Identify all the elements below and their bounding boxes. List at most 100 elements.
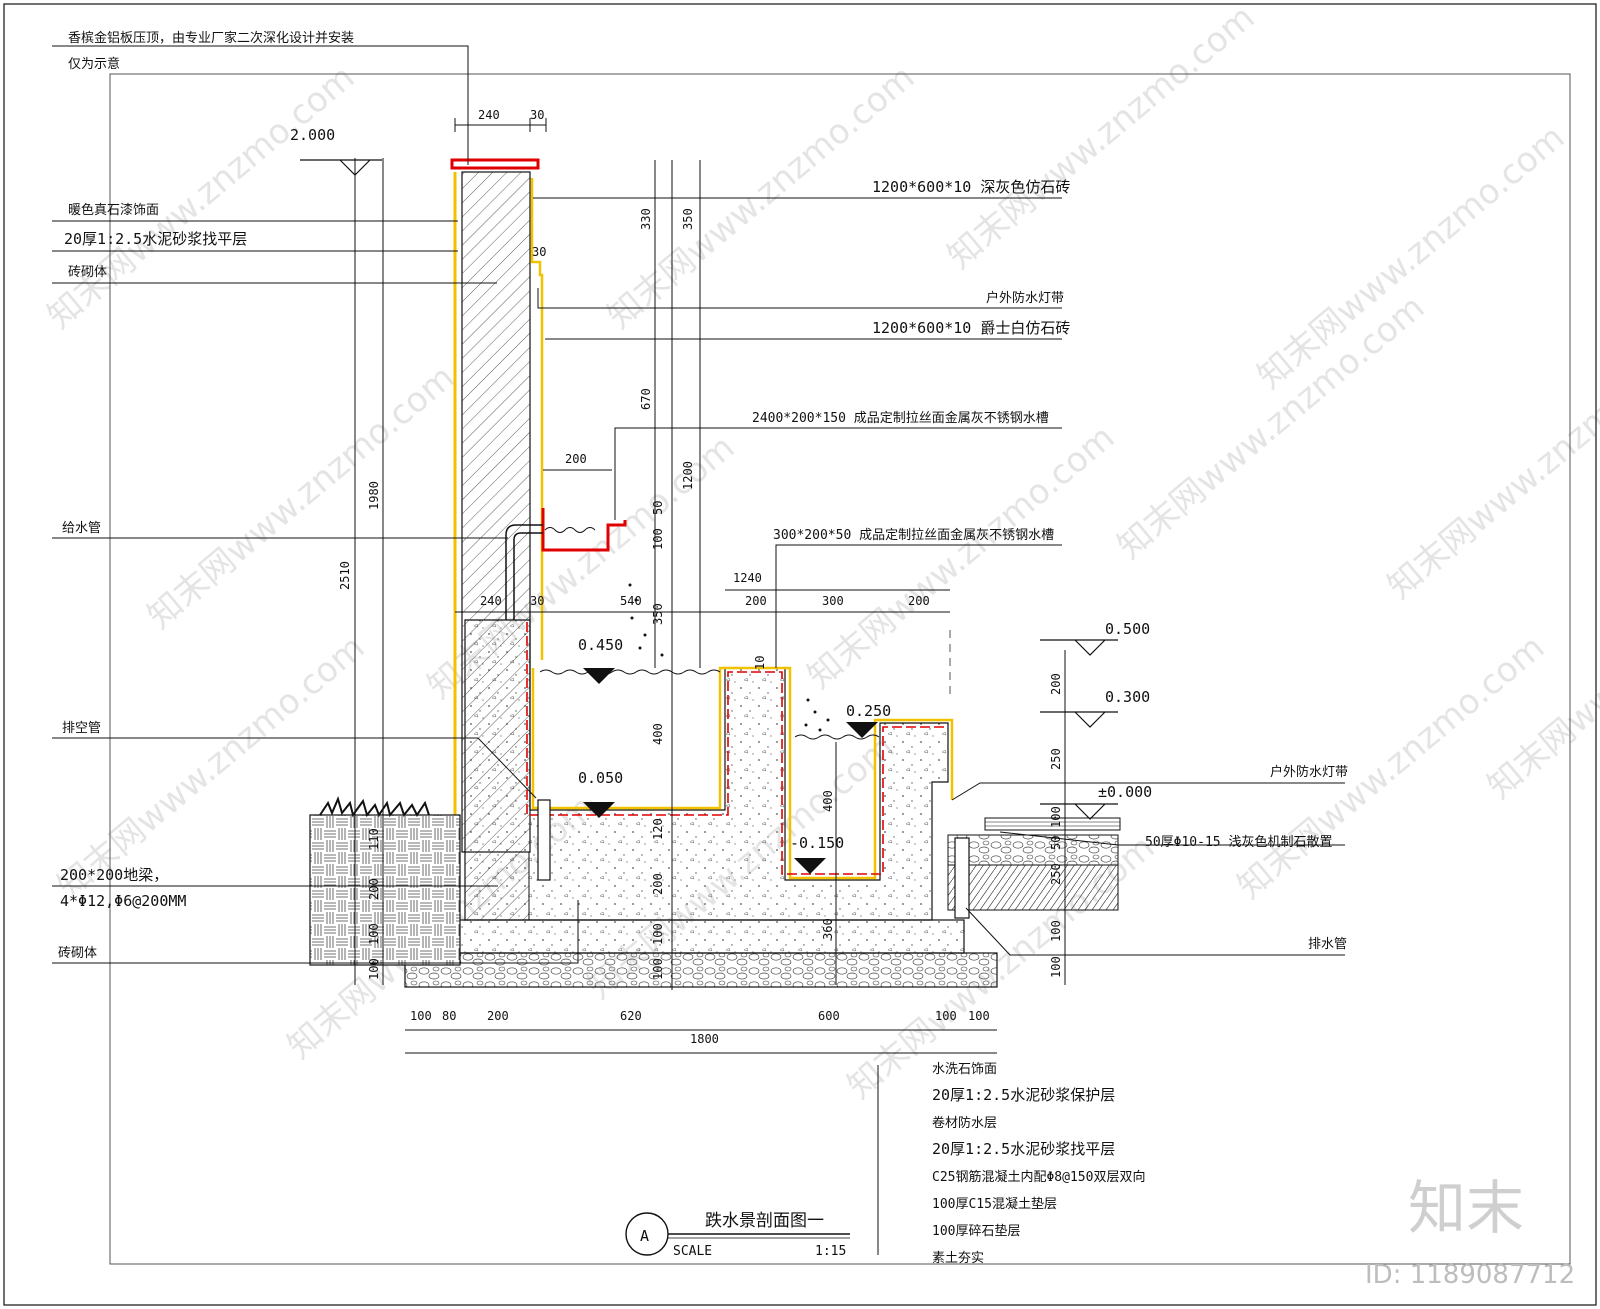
dimension-text: 540 — [620, 594, 642, 608]
watermark-text: 知末网www.znzmo.com — [40, 57, 362, 336]
label-mortar: 20厚1:2.5水泥砂浆找平层 — [64, 230, 247, 248]
elevation-label: 0.500 — [1105, 620, 1150, 638]
layer-label: 20厚1:2.5水泥砂浆保护层 — [932, 1086, 1115, 1104]
dimension-text: 2510 — [338, 561, 352, 590]
elevation-label: 0.300 — [1105, 688, 1150, 706]
dimension-text: 10 — [753, 656, 767, 670]
label-gravel: 50厚Φ10-15 浅灰色机制石散置 — [1145, 834, 1332, 850]
left-labels: 香槟金铝板压顶，由专业厂家二次深化设计并安装 仅为示意 暖色真石漆饰面 20厚1… — [58, 30, 354, 961]
dimension-text: 30 — [530, 108, 544, 122]
elevation-labels: 2.000 0.450 0.050 0.250 -0.150 0.500 0.3… — [290, 126, 1152, 852]
elevation-label: 2.000 — [290, 126, 335, 144]
dimension-text: 100 — [1049, 920, 1063, 942]
label-light-strip-upper: 户外防水灯带 — [986, 290, 1064, 306]
scale-label: SCALE — [673, 1244, 712, 1259]
label-supply-pipe: 给水管 — [62, 521, 101, 536]
drawing-title: 跌水景剖面图一 — [705, 1211, 824, 1231]
dimension-text: 100 — [410, 1009, 432, 1023]
section-mark: A — [640, 1227, 649, 1245]
dimension-text: 330 — [639, 208, 653, 230]
label-drain-pipe: 排水管 — [1308, 937, 1347, 952]
watermark-text: 知末网www.znzmo.com — [600, 57, 922, 336]
label-light-strip-lower: 户外防水灯带 — [1270, 764, 1348, 780]
dimension-text: 100 — [1049, 806, 1063, 828]
label-beam-rebar: 4*Φ12,Φ6@200MM — [60, 892, 186, 910]
scale-value: 1:15 — [815, 1244, 846, 1259]
dimension-text: 100 — [651, 923, 665, 945]
layer-label: 100厚碎石垫层 — [932, 1223, 1020, 1239]
bottom-labels: 水洗石饰面 20厚1:2.5水泥砂浆保护层 卷材防水层 20厚1:2.5水泥砂浆… — [932, 1062, 1145, 1266]
outer-frame — [3, 3, 1597, 1306]
dimension-text: 100 — [651, 958, 665, 980]
label-drain-empty: 排空管 — [62, 721, 101, 736]
layer-label: 素土夯实 — [932, 1251, 984, 1266]
elevation-label: -0.150 — [790, 834, 844, 852]
right-labels: 1200*600*10 深灰色仿石砖 户外防水灯带 1200*600*10 爵士… — [752, 178, 1348, 952]
dimension-text: 600 — [818, 1009, 840, 1023]
layer-label: 100厚C15混凝土垫层 — [932, 1196, 1057, 1212]
dimension-text: 400 — [651, 723, 665, 745]
watermark-text: 知末网www.znzmo.com — [800, 417, 1122, 696]
label-note: 仅为示意 — [68, 56, 120, 72]
label-brick-upper: 砖砌体 — [68, 265, 107, 280]
dimension-text: 200 — [565, 452, 587, 466]
structure — [309, 158, 1121, 990]
layer-label: 20厚1:2.5水泥砂浆找平层 — [932, 1140, 1115, 1158]
dimension-text: 100 — [367, 958, 381, 980]
elevation-label: 0.050 — [578, 769, 623, 787]
dimension-text: 50 — [1049, 836, 1063, 850]
label-beam: 200*200地梁， — [60, 866, 168, 884]
dimension-text: 110 — [367, 828, 381, 850]
dimension-text: 200 — [908, 594, 930, 608]
dimension-text: 250 — [1049, 748, 1063, 770]
dimension-text: 100 — [367, 923, 381, 945]
dimension-text: 30 — [532, 245, 546, 259]
label-paint: 暖色真石漆饰面 — [68, 202, 159, 218]
layer-label: 水洗石饰面 — [932, 1062, 997, 1077]
dimension-text: 100 — [1049, 956, 1063, 978]
dimension-text: 1980 — [367, 481, 381, 510]
dimension-text: 240 — [480, 594, 502, 608]
id-text: ID: 1189087712 — [1365, 1260, 1575, 1290]
label-trough-large: 2400*200*150 成品定制拉丝面金属灰不锈钢水槽 — [752, 410, 1049, 426]
logo: 知末 — [1408, 1174, 1524, 1242]
dimension-text: 1240 — [733, 571, 762, 585]
watermark-text: 知末网www.znzmo.com — [940, 0, 1262, 277]
dimension-text: 30 — [530, 594, 544, 608]
dimension-text: 400 — [821, 790, 835, 812]
dimension-text: 620 — [620, 1009, 642, 1023]
dimension-text: 100 — [935, 1009, 957, 1023]
watermark-text: 知末网www.znzmo.com — [1110, 287, 1432, 566]
dimension-text: 1800 — [690, 1032, 719, 1046]
dimension-text: 200 — [367, 878, 381, 900]
dimension-text: 100 — [651, 528, 665, 550]
label-white-tile: 1200*600*10 爵士白仿石砖 — [872, 319, 1070, 337]
elevation-label: 0.250 — [846, 702, 891, 720]
label-coping: 香槟金铝板压顶，由专业厂家二次深化设计并安装 — [68, 30, 354, 46]
dimension-text: 670 — [639, 388, 653, 410]
dimension-text: 300 — [822, 594, 844, 608]
dimension-lines — [354, 118, 1066, 1054]
dimension-texts: 240 30 330 350 30 670 1200 50 100 350 19… — [338, 108, 1063, 1046]
dimension-text: 200 — [651, 873, 665, 895]
dimension-text: 360 — [821, 918, 835, 940]
dimension-text: 240 — [478, 108, 500, 122]
elevation-label: 0.450 — [578, 636, 623, 654]
watermark-text: 知末网www.znzmo.com — [1380, 327, 1600, 606]
dimension-text: 80 — [442, 1009, 456, 1023]
layer-label: 卷材防水层 — [932, 1115, 997, 1131]
dimension-text: 1200 — [681, 461, 695, 490]
label-brick-lower: 砖砌体 — [58, 946, 97, 961]
dimension-text: 350 — [681, 208, 695, 230]
dimension-text: 120 — [651, 818, 665, 840]
section-title-block — [625, 1212, 850, 1256]
dimension-text: 50 — [651, 501, 665, 515]
dimension-text: 200 — [487, 1009, 509, 1023]
label-trough-small: 300*200*50 成品定制拉丝面金属灰不锈钢水槽 — [773, 527, 1054, 543]
elevation-markers — [300, 159, 1118, 874]
dimension-text: 100 — [968, 1009, 990, 1023]
inner-frame — [109, 73, 1571, 1265]
dimension-text: 350 — [651, 603, 665, 625]
elevation-label: ±0.000 — [1098, 783, 1152, 801]
